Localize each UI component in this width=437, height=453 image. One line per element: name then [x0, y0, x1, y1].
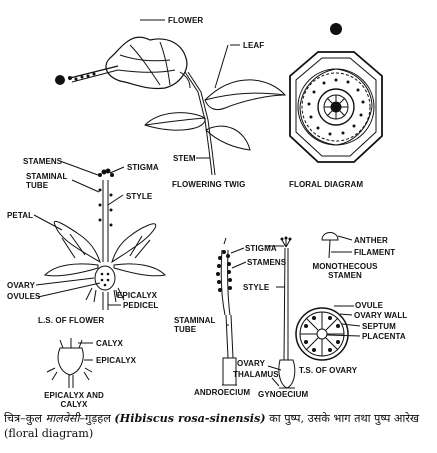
ts-ovary-drawing: [295, 305, 361, 361]
label-style-top: STYLE: [126, 192, 153, 201]
label-ovary-left: OVARY: [7, 281, 36, 290]
label-stem: STEM: [173, 154, 196, 163]
label-calyx: CALYX: [96, 339, 123, 348]
label-gynoecium: GYNOECIUM: [258, 390, 309, 399]
label-pedicel: PEDICEL: [123, 301, 159, 310]
figure-caption: चित्र–कुल मालवेसी–गुड़हल (Hibiscus rosa-…: [4, 411, 434, 441]
label-androecium: ANDROECIUM: [194, 388, 251, 397]
label-epicalyx-left: EPICALYX: [117, 291, 158, 300]
label-leaf: LEAF: [243, 41, 265, 50]
label-flower: FLOWER: [168, 16, 204, 25]
label-stigma-top: STIGMA: [127, 163, 159, 172]
label-ls-of-flower: L.S. OF FLOWER: [38, 316, 105, 325]
androecium-drawing: [216, 237, 247, 386]
label-placenta: PLACENTA: [362, 332, 406, 341]
label-staminal-tube-mid: STAMINAL TUBE: [174, 316, 216, 334]
label-petal: PETAL: [7, 211, 34, 220]
caption-scientific-name: (Hibiscus rosa-sinensis): [114, 411, 266, 425]
epicalyx-calyx-drawing: [46, 338, 93, 388]
label-ovary-wall: OVARY WALL: [354, 311, 408, 320]
label-epicalyx-small: EPICALYX: [96, 356, 137, 365]
floral-diagram-drawing: [289, 23, 383, 163]
label-ovary-mid: OVARY: [237, 359, 266, 368]
label-stamens-top: STAMENS: [23, 157, 63, 166]
label-thalamus: THALAMUS: [233, 370, 279, 379]
ls-flower-drawing: [33, 160, 167, 310]
monothecous-stamen-drawing: [321, 232, 353, 259]
caption-part1: चित्र–कुल: [4, 412, 46, 425]
label-stigma-mid: STIGMA: [245, 244, 277, 253]
gynoecium-drawing: [266, 236, 296, 389]
label-style-mid: STYLE: [243, 283, 270, 292]
caption-family: मालवेसी: [45, 412, 80, 425]
label-septum: SEPTUM: [362, 322, 396, 331]
label-epicalyx-and-calyx: EPICALYX AND CALYX: [44, 391, 104, 409]
label-filament: FILAMENT: [354, 248, 396, 257]
label-ovules-left: OVULES: [7, 292, 41, 301]
label-flowering-twig: FLOWERING TWIG: [172, 180, 246, 189]
label-ts-of-ovary: T.S. OF OVARY: [299, 366, 358, 375]
label-floral-diagram: FLORAL DIAGRAM: [289, 180, 364, 189]
label-monothecous-stamen: MONOTHECOUS STAMEN: [312, 262, 378, 280]
label-ovule-right: OVULE: [355, 301, 384, 310]
label-staminal-tube-top: STAMINAL TUBE: [26, 172, 68, 190]
label-stamens-mid: STAMENS: [247, 258, 287, 267]
caption-part3: का पुष्प, उसके भाग तथा पुष्प आरेख (flora…: [4, 412, 420, 440]
label-anther: ANTHER: [354, 236, 388, 245]
flowering-twig-drawing: [55, 19, 287, 176]
caption-part2: –गुड़हल: [79, 412, 115, 425]
